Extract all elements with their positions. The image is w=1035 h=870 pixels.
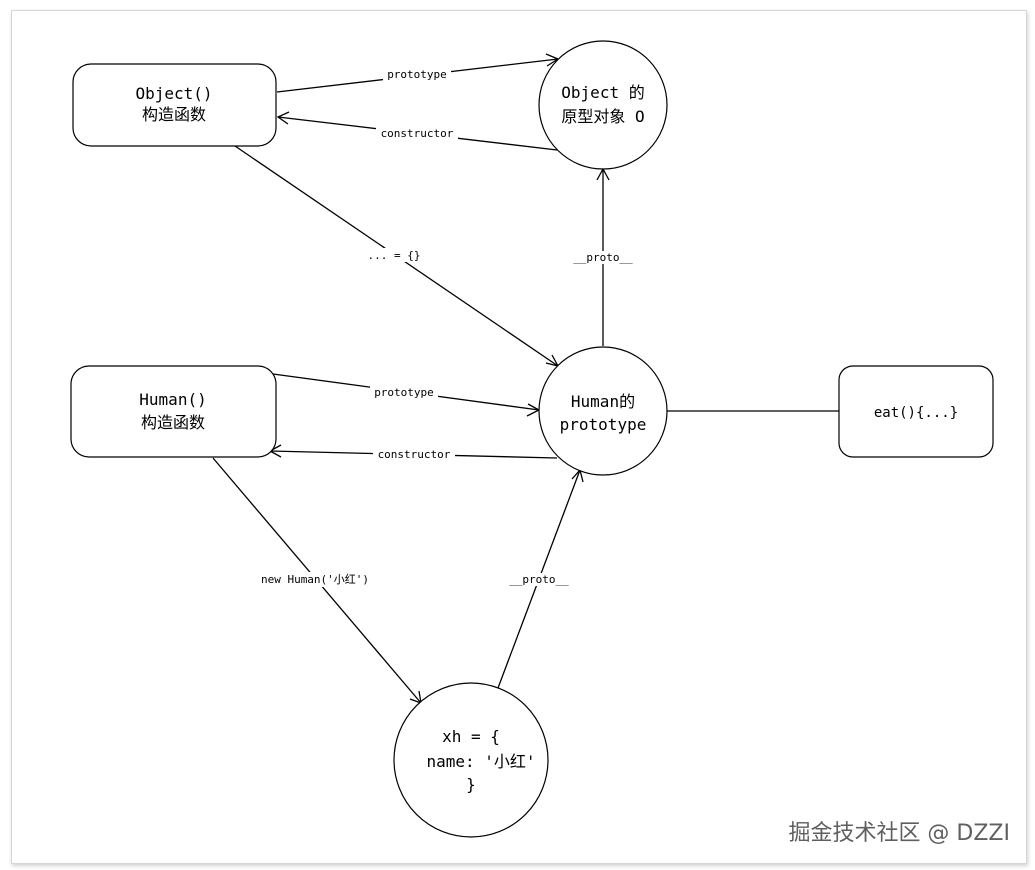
svg-text:constructor: constructor (381, 127, 454, 140)
label-human-proto-up: __proto__ (569, 251, 637, 264)
node-eat-method: eat(){...} (838, 365, 994, 458)
svg-text:prototype: prototype (374, 386, 434, 399)
svg-text:xh = {: xh = { (442, 727, 500, 746)
label-obj-literal: ... = {} (362, 248, 426, 262)
node-human-constructor: Human() 构造函数 (70, 365, 277, 458)
svg-text:Human的: Human的 (571, 392, 635, 411)
svg-text:prototype: prototype (387, 68, 447, 81)
svg-text:constructor: constructor (378, 448, 451, 461)
node-human-prototype: Human的 prototype (538, 346, 668, 476)
svg-text:Object(): Object() (135, 84, 212, 103)
svg-text:}: } (466, 775, 476, 794)
watermark-text: 掘金技术社区 @ DZZI (788, 821, 1010, 846)
node-object-constructor: Object() 构造函数 (72, 63, 277, 147)
svg-text:eat(){...}: eat(){...} (874, 405, 958, 421)
label-obj-prototype: prototype (383, 68, 451, 81)
svg-text:构造函数: 构造函数 (141, 413, 205, 432)
svg-text:__proto__: __proto__ (573, 251, 633, 264)
svg-text:原型对象 O: 原型对象 O (561, 107, 644, 126)
svg-text:Object 的: Object 的 (561, 83, 644, 102)
svg-text:name: '小红': name: '小红' (426, 752, 535, 771)
svg-text:prototype: prototype (560, 415, 647, 434)
svg-text:__proto__: __proto__ (509, 573, 569, 586)
node-xh-instance: xh = { name: '小红' } (393, 682, 549, 838)
label-human-prototype: prototype (370, 386, 438, 399)
label-new-human: new Human('小红') (253, 572, 377, 587)
label-obj-constructor: constructor (376, 127, 458, 140)
label-human-constructor: constructor (373, 448, 455, 461)
label-xh-proto: __proto__ (505, 573, 573, 586)
svg-text:... = {}: ... = {} (368, 249, 421, 262)
svg-text:new Human('小红'): new Human('小红') (261, 573, 369, 586)
svg-text:构造函数: 构造函数 (142, 105, 206, 124)
node-object-prototype: Object 的 原型对象 O (538, 40, 668, 170)
svg-text:Human(): Human() (139, 390, 206, 409)
